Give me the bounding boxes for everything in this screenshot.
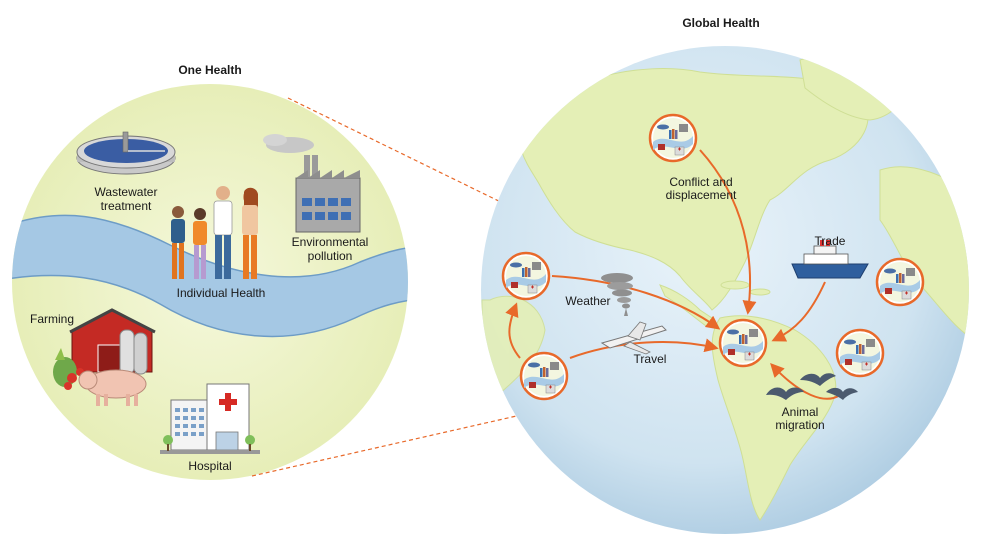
farming-label: Farming bbox=[30, 312, 74, 326]
arrow-conflict bbox=[699, 149, 757, 315]
vegetables-icon bbox=[53, 348, 84, 390]
bird-icon bbox=[766, 373, 858, 400]
animal-migration-label-line1: Animal bbox=[782, 405, 819, 419]
one-health-panel: One Health Wastewater treatment bbox=[12, 63, 408, 480]
wastewater-tank-icon bbox=[76, 131, 176, 175]
arrow-trade bbox=[771, 281, 826, 342]
arrow-animal-migration bbox=[770, 362, 841, 400]
community-icon-west bbox=[501, 251, 551, 301]
hospital-icon bbox=[160, 383, 260, 454]
factory-icon bbox=[263, 134, 361, 233]
community-icon-southwest bbox=[519, 351, 569, 401]
community-icon-center bbox=[718, 318, 768, 368]
weather-label: Weather bbox=[565, 294, 610, 308]
community-icon-southeast bbox=[835, 328, 885, 378]
community-icon-north bbox=[648, 113, 698, 163]
tornado-icon bbox=[601, 273, 633, 316]
barn-icon bbox=[69, 308, 156, 375]
community-icon-east bbox=[875, 257, 925, 307]
arrow-weather bbox=[551, 275, 721, 330]
wastewater-label-line2: treatment bbox=[101, 199, 152, 213]
arrow-travel bbox=[569, 338, 719, 359]
environmental-label-line2: pollution bbox=[308, 249, 353, 263]
environmental-label-line1: Environmental bbox=[292, 235, 369, 249]
family-icon bbox=[171, 186, 258, 279]
hospital-label: Hospital bbox=[188, 459, 231, 473]
arrow-travel-back bbox=[505, 302, 521, 359]
global-health-panel: Global Health bbox=[481, 16, 969, 534]
ship-icon bbox=[791, 240, 869, 279]
trade-label: Trade bbox=[815, 234, 846, 248]
travel-label: Travel bbox=[634, 352, 667, 366]
conflict-label-line2: displacement bbox=[666, 188, 737, 202]
individual-health-label: Individual Health bbox=[177, 286, 266, 300]
pig-icon bbox=[78, 369, 147, 406]
one-health-title: One Health bbox=[178, 63, 241, 77]
airplane-icon bbox=[600, 321, 667, 355]
animal-migration-label-line2: migration bbox=[775, 418, 824, 432]
wastewater-label-line1: Wastewater bbox=[95, 185, 158, 199]
conflict-label-line1: Conflict and bbox=[669, 175, 732, 189]
global-health-title: Global Health bbox=[682, 16, 759, 30]
flow-arrows bbox=[505, 149, 841, 400]
